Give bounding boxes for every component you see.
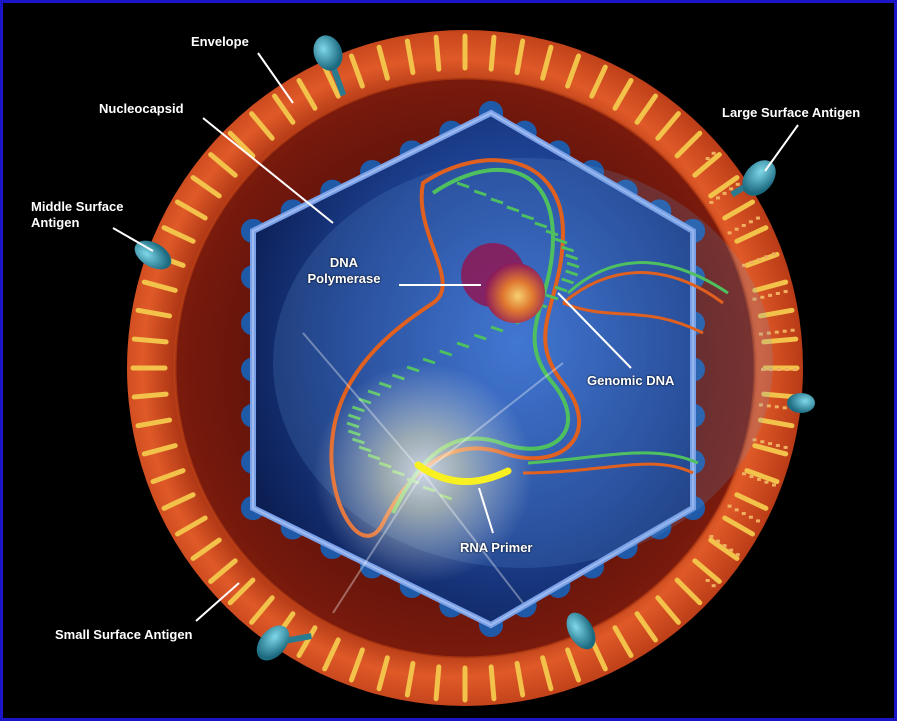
texture-dot [716,196,720,199]
texture-dot [736,183,740,186]
label-rna-primer: RNA Primer [460,540,532,556]
texture-dot [760,440,764,443]
texture-dot [765,255,769,258]
label-middle-surface-antigen-line2: Antigen [31,215,123,231]
texture-dot [784,290,788,293]
texture-dot [768,294,772,297]
texture-dot [729,187,733,190]
texture-dot [750,475,754,478]
texture-dot [742,472,746,475]
texture-dot [768,442,772,445]
texture-dot [793,368,797,371]
texture-dot [775,405,779,408]
texture-dot [772,484,776,487]
texture-dot [706,157,710,160]
label-middle-surface-antigen: Middle Surface Antigen [31,199,123,231]
texture-dot [736,553,740,556]
surface-spike [436,667,439,699]
label-dna-polymerase: DNA Polymerase [299,255,389,287]
label-dna-polymerase-line2: Polymerase [299,271,389,287]
surface-spike [134,339,166,342]
texture-dot [785,368,789,371]
texture-dot [791,329,795,332]
texture-dot [760,296,764,299]
texture-dot [729,549,733,552]
texture-dot [735,508,739,511]
surface-spike [491,667,494,699]
texture-dot [742,224,746,227]
texture-dot [709,201,713,204]
texture-dot [749,220,753,223]
surface-spike [491,37,494,69]
texture-dot [776,444,780,447]
texture-dot [735,228,739,231]
texture-dot [709,535,713,538]
texture-dot [723,192,727,195]
texture-dot [728,231,732,234]
texture-dot [716,540,720,543]
texture-dot [772,252,776,255]
surface-spike [436,37,439,69]
texture-dot [712,584,716,587]
diagram-frame: Envelope Nucleocapsid Middle Surface Ant… [3,3,894,718]
texture-dot [776,292,780,295]
label-dna-polymerase-line1: DNA [299,255,389,271]
texture-dot [742,512,746,515]
label-small-surface-antigen: Small Surface Antigen [55,627,193,643]
texture-dot [750,261,754,264]
label-nucleocapsid: Nucleocapsid [99,101,184,117]
texture-dot [728,505,732,508]
texture-dot [784,446,788,449]
label-middle-surface-antigen-line1: Middle Surface [31,199,123,215]
texture-dot [756,519,760,522]
texture-dot [712,152,716,155]
surface-spike [134,394,166,397]
texture-dot [757,478,761,481]
texture-dot [777,368,781,371]
texture-dot [723,544,727,547]
texture-dot [775,331,779,334]
label-large-surface-antigen: Large Surface Antigen [722,105,860,121]
texture-dot [749,516,753,519]
texture-dot [783,330,787,333]
label-genomic-dna: Genomic DNA [587,373,674,389]
texture-dot [757,258,761,261]
texture-dot [783,406,787,409]
label-envelope: Envelope [191,34,249,50]
texture-dot [706,579,710,582]
texture-dot [765,481,769,484]
texture-dot [756,217,760,220]
